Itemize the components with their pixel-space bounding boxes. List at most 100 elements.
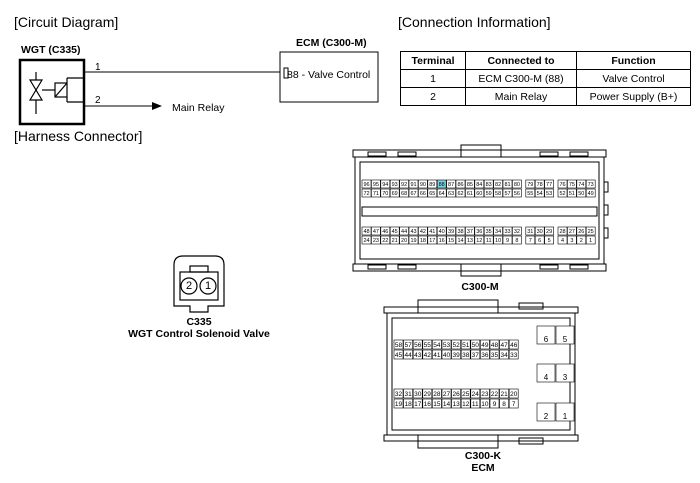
connector-pin <box>534 179 545 189</box>
connector-pin <box>455 235 466 245</box>
connector-pin-label: 24 <box>363 238 369 244</box>
connector-pin <box>408 188 419 198</box>
connector-pin-label: 33 <box>510 352 518 359</box>
connector-pin <box>403 398 413 409</box>
connector-pin-label: 36 <box>481 352 489 359</box>
connector-pin-label: 51 <box>462 342 470 349</box>
connector-pin <box>525 188 536 198</box>
connector-pin <box>534 188 545 198</box>
cell: Power Supply (B+) <box>576 87 691 106</box>
connector-pin-label: 48 <box>491 342 499 349</box>
connector-pin <box>474 179 485 189</box>
connector-pin-label: 83 <box>486 182 492 188</box>
connector-pin <box>455 179 466 189</box>
connector-pin <box>483 188 494 198</box>
connector-pin-label: 68 <box>401 191 407 197</box>
connector-pin <box>585 188 596 198</box>
connector-pin <box>436 188 447 198</box>
connector-pin-label: 11 <box>486 238 492 244</box>
connector-pin-label: 78 <box>537 182 543 188</box>
connector-pin-label: 55 <box>527 191 533 197</box>
connector-pin-label: 38 <box>462 352 470 359</box>
connector-pin <box>436 226 447 236</box>
connector-pin-label: 65 <box>429 191 435 197</box>
connector-pin <box>544 226 554 236</box>
connector-pin-label: 20 <box>510 391 518 398</box>
connector-pin <box>585 179 596 189</box>
section-circuit-diagram: [Circuit Diagram] <box>14 14 119 30</box>
connector-pin <box>399 226 409 236</box>
connector-pin-label: 57 <box>504 191 510 197</box>
connector-pin <box>465 226 475 236</box>
connector-pin <box>499 398 509 409</box>
connector-pin-label: 40 <box>443 352 451 359</box>
connector-pin <box>555 363 575 383</box>
connector-pin-label: 18 <box>420 238 426 244</box>
connector-pin-label: 67 <box>410 191 416 197</box>
connector-pin-label: 42 <box>424 352 432 359</box>
connector-pin <box>460 398 471 409</box>
connector-pin-label: 13 <box>452 401 460 408</box>
connector-pin <box>470 349 481 360</box>
connector-pin-label: 14 <box>457 238 463 244</box>
connection-table: Terminal Connected to Function 1 ECM C30… <box>400 51 691 106</box>
connector-pin <box>451 398 461 409</box>
connector-pin <box>489 349 500 360</box>
connector-pin-label: 21 <box>500 391 508 398</box>
connector-pin-label: 82 <box>495 182 501 188</box>
connector-pin-label: 70 <box>382 191 388 197</box>
connector-pin <box>536 402 556 422</box>
connector-pin <box>460 349 471 360</box>
arrow-right-icon <box>152 102 162 110</box>
connector-pin <box>534 226 545 236</box>
c335-pin-label: 2 <box>185 280 193 292</box>
connector-pin-label: 21 <box>392 238 398 244</box>
connector-pin <box>474 235 485 245</box>
connector-pin-label: 44 <box>404 352 412 359</box>
connector-pin <box>393 349 404 360</box>
connector-pin-label: 51 <box>569 191 575 197</box>
connector-pin <box>432 388 442 399</box>
connector-pin-label: 69 <box>392 191 398 197</box>
connector-pin <box>567 179 577 189</box>
connector-pin <box>544 179 554 189</box>
connector-pin <box>403 388 413 399</box>
connector-pin-label: 43 <box>414 352 422 359</box>
c300k-label: C300-K <box>464 450 502 462</box>
connector-pin <box>525 179 536 189</box>
connector-pin-label: 6 <box>538 238 541 244</box>
connector-pin <box>585 235 596 245</box>
table-row: 2 Main Relay Power Supply (B+) <box>400 87 691 106</box>
connector-pin-label: 27 <box>443 391 451 398</box>
connector-pin <box>441 388 452 399</box>
connector-pin-label: 49 <box>481 342 489 349</box>
c335-pin-1 <box>199 277 217 295</box>
connector-pin-label: 27 <box>569 229 575 235</box>
connector-pin <box>389 188 400 198</box>
connector-pin <box>389 179 400 189</box>
connector-pin-label: 35 <box>486 229 492 235</box>
connector-pin <box>361 188 372 198</box>
connector-pin <box>422 388 433 399</box>
connector-pin <box>483 226 494 236</box>
connector-pin-label: 19 <box>410 238 416 244</box>
connector-pin-label: 54 <box>537 191 543 197</box>
connector-pin-label: 18 <box>404 401 412 408</box>
connector-pin <box>380 235 391 245</box>
connector-pin-label: 58 <box>395 342 403 349</box>
connector-pin <box>502 226 513 236</box>
connector-pin-label: 22 <box>382 238 388 244</box>
connector-pin <box>403 339 413 350</box>
connector-pin <box>525 235 536 245</box>
cell: Main Relay <box>465 87 577 106</box>
connector-pin <box>380 226 391 236</box>
connector-pin-label: 22 <box>491 391 499 398</box>
connector-pin <box>470 398 481 409</box>
connector-pin-label: 41 <box>429 229 435 235</box>
connector-pin-label: 35 <box>491 352 499 359</box>
connector-pin-label: 9 <box>493 401 497 408</box>
connector-pin <box>412 349 423 360</box>
connector-pin <box>446 179 456 189</box>
connector-pin <box>389 235 400 245</box>
